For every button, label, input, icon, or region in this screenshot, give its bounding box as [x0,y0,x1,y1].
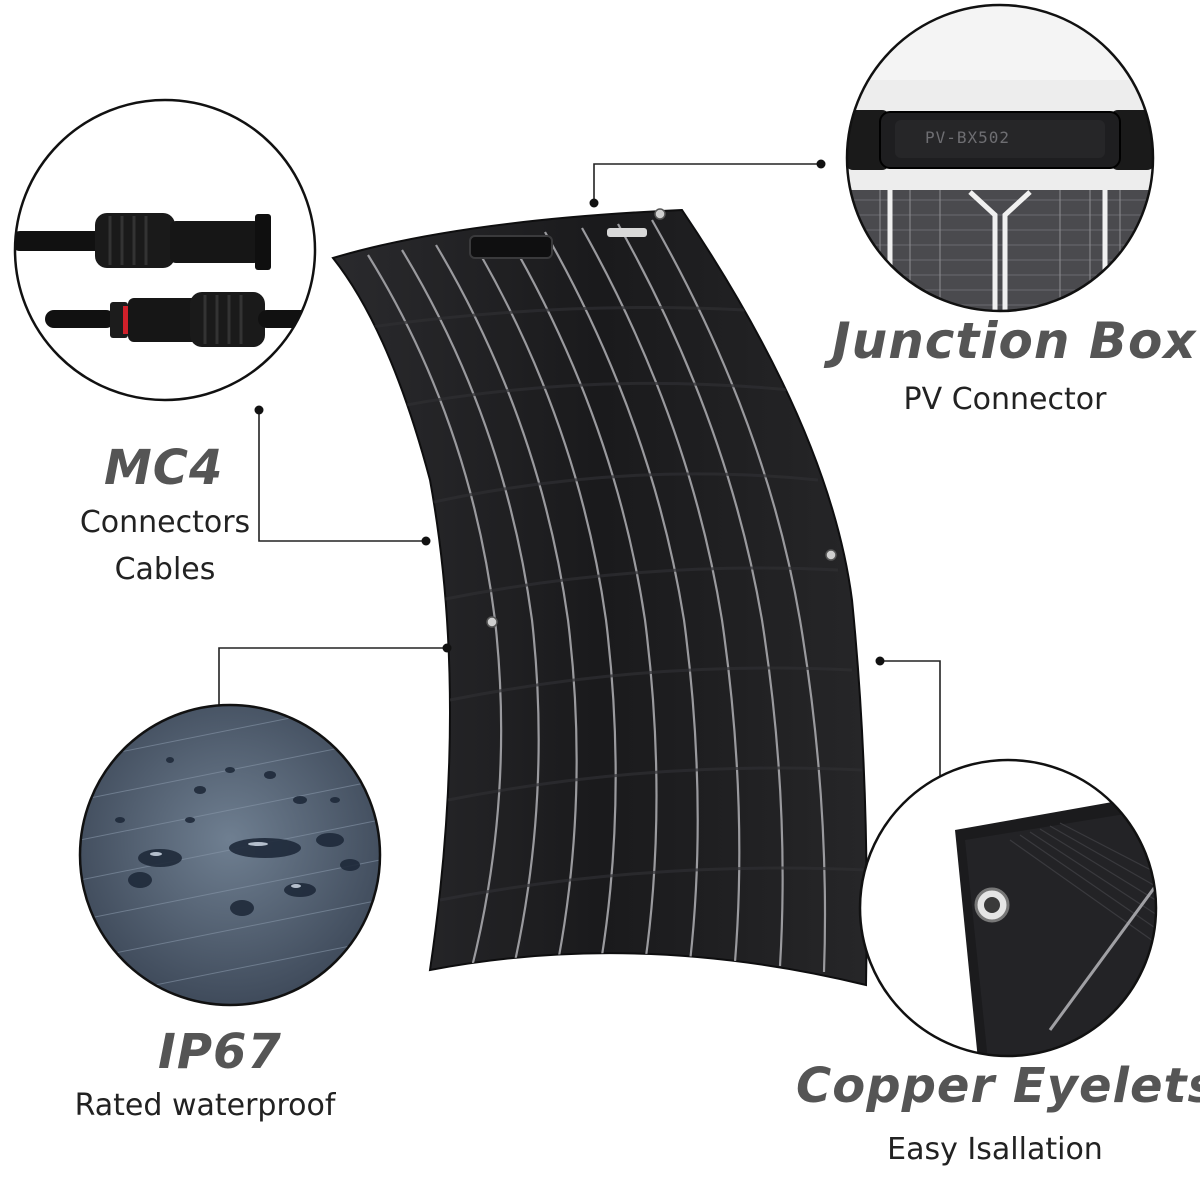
leader-ip67 [218,647,447,711]
panel-body [331,208,868,987]
mc4-title: MC4 [104,440,224,496]
leader-mc4 [258,410,426,542]
junction-box-subtitle: PV Connector [903,382,1107,417]
panel-label-strip [607,228,647,237]
junction-box-title: Junction Box [832,312,1197,370]
ip67-title: IP67 [158,1024,282,1080]
panel-eyelet [654,208,666,220]
copper-eyelets-detail [858,758,1158,1058]
leader-copper-eyelets [880,660,941,804]
panel-junction-box [469,235,553,259]
leader-lines [218,163,941,804]
mc4-subtitle-line2: Cables [114,552,216,587]
copper-eyelets-title: Copper Eyelets [796,1058,1200,1114]
mc4-connector-detail [13,98,317,402]
junction-box-embossed-text: PV-BX502 [925,128,1011,147]
panel-eyelet [825,549,837,561]
solar-panel [331,208,868,987]
cell-bands [349,306,867,902]
leader-junction-box [593,163,821,203]
mc4-subtitle-line1: Connectors [79,505,251,540]
ip67-subtitle: Rated waterproof [74,1088,336,1123]
ip67-waterproof-detail [78,703,382,1007]
junction-box-detail [845,3,1155,313]
panel-eyelet [486,616,498,628]
copper-eyelets-subtitle: Easy Isallation [887,1132,1103,1167]
